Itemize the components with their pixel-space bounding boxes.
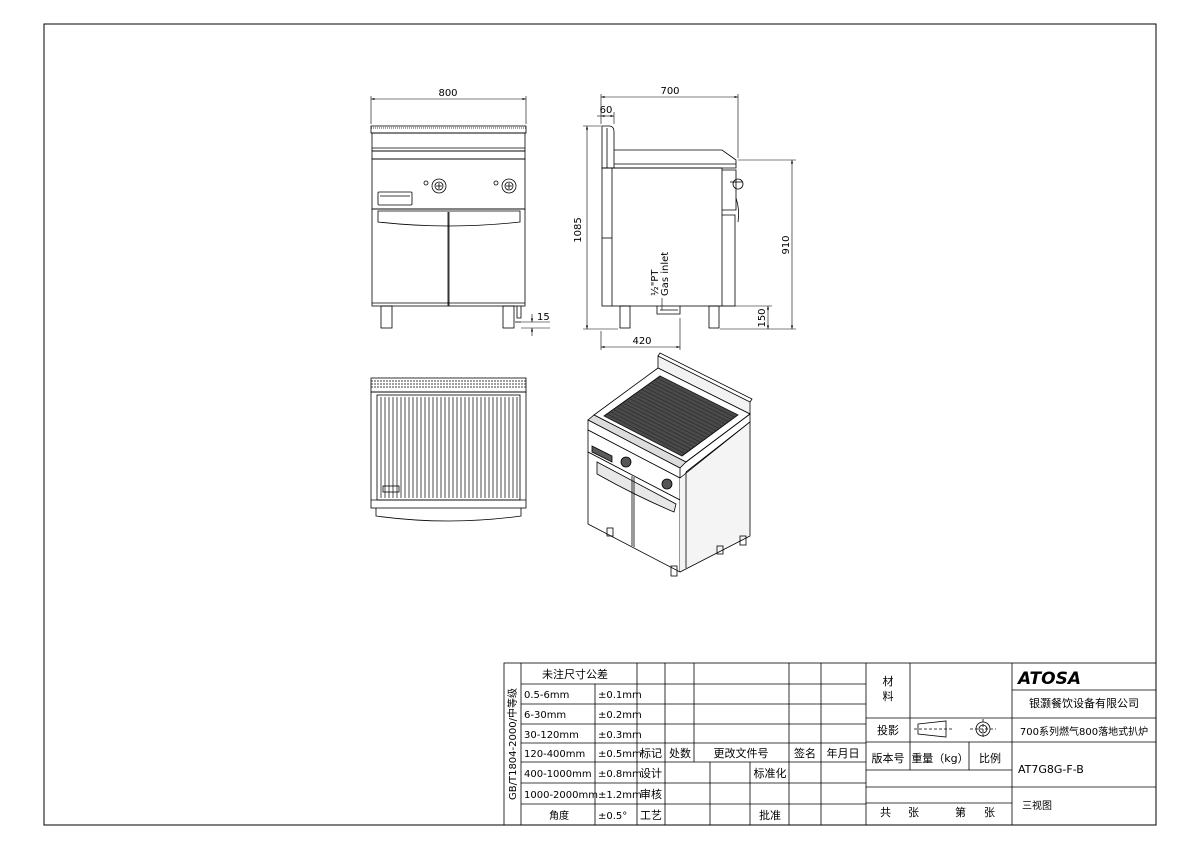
- total-sheets: 张: [908, 806, 919, 819]
- tolerance-value: ±0.5°: [598, 811, 627, 822]
- isometric-view: [587, 352, 753, 577]
- scale-label: 比例: [979, 751, 1001, 765]
- tolerance-value: ±0.3mm: [598, 730, 642, 741]
- top-view: [370, 377, 527, 522]
- dimension-lines: [370, 94, 796, 350]
- page-prefix: 第: [955, 805, 966, 819]
- tolerance-range: 0.5-6mm: [524, 690, 569, 701]
- material-label-2: 料: [883, 689, 894, 703]
- rev-design: 设计: [640, 767, 662, 780]
- rev-count: 处数: [669, 747, 691, 760]
- atosa-logo: ATOSA: [1016, 669, 1081, 689]
- total-prefix: 共: [880, 806, 891, 819]
- model-number: AT7G8G-F-B: [1018, 763, 1084, 776]
- dim-700: 700: [660, 86, 679, 97]
- dim-15: 15: [537, 312, 550, 323]
- material-label-1: 材: [883, 674, 894, 688]
- rev-date: 年月日: [827, 746, 860, 760]
- tolerance-value: ±0.5mm: [598, 749, 642, 760]
- rev-sign: 签名: [794, 746, 816, 760]
- tolerance-value: ±0.1mm: [598, 690, 642, 701]
- dim-150: 150: [757, 308, 768, 327]
- tolerance-range: 角度: [549, 809, 569, 822]
- rev-approve: 批准: [759, 808, 781, 822]
- rev-review: 审核: [640, 787, 662, 801]
- tolerance-range: 1000-2000mm: [524, 790, 598, 801]
- tolerance-range: 120-400mm: [524, 749, 585, 760]
- rev-process: 工艺: [640, 809, 662, 822]
- dim-800: 800: [438, 88, 457, 99]
- tolerance-value: ±0.2mm: [598, 710, 642, 721]
- dim-420: 420: [632, 336, 651, 347]
- dim-1085: 1085: [573, 217, 584, 242]
- company-name: 银灏餐饮设备有限公司: [1029, 696, 1139, 710]
- tolerance-value: ±0.8mm: [598, 769, 642, 780]
- front-view: [370, 125, 527, 329]
- tolerance-standard: GB/T1804-2000/中等级: [506, 688, 519, 800]
- tolerance-range: 30-120mm: [524, 730, 579, 741]
- version-label: 版本号: [872, 751, 905, 765]
- tolerance-range: 6-30mm: [524, 710, 566, 721]
- gas-inlet-label: Gas inlet: [660, 252, 671, 296]
- rev-mark: 标记: [640, 746, 662, 760]
- title-block: [503, 662, 1157, 826]
- view-name: 三视图: [1022, 799, 1052, 812]
- tolerance-value: ±1.2mm: [598, 790, 642, 801]
- weight-label: 重量（kg）: [911, 751, 968, 765]
- product-name: 700系列燃气800落地式扒炉: [1020, 725, 1148, 738]
- rev-standardize: 标准化: [754, 766, 787, 780]
- projection-label: 投影: [877, 723, 899, 737]
- gas-pt-label: ½"PT: [649, 269, 661, 296]
- title-block-text: GB/T1804-2000/中等级 未注尺寸公差 0.5-6mm ±0.1mm 6-…: [506, 667, 1148, 822]
- page-sheets: 张: [984, 806, 995, 819]
- side-view: [601, 125, 744, 329]
- tolerance-title: 未注尺寸公差: [542, 667, 608, 681]
- rev-change-doc: 更改文件号: [714, 746, 769, 760]
- dim-910: 910: [781, 235, 792, 254]
- tolerance-range: 400-1000mm: [524, 769, 592, 780]
- dimension-labels: 800 700 60 1085 910 150 420 15 ½"PT Gas …: [438, 86, 792, 347]
- dim-60: 60: [600, 105, 613, 116]
